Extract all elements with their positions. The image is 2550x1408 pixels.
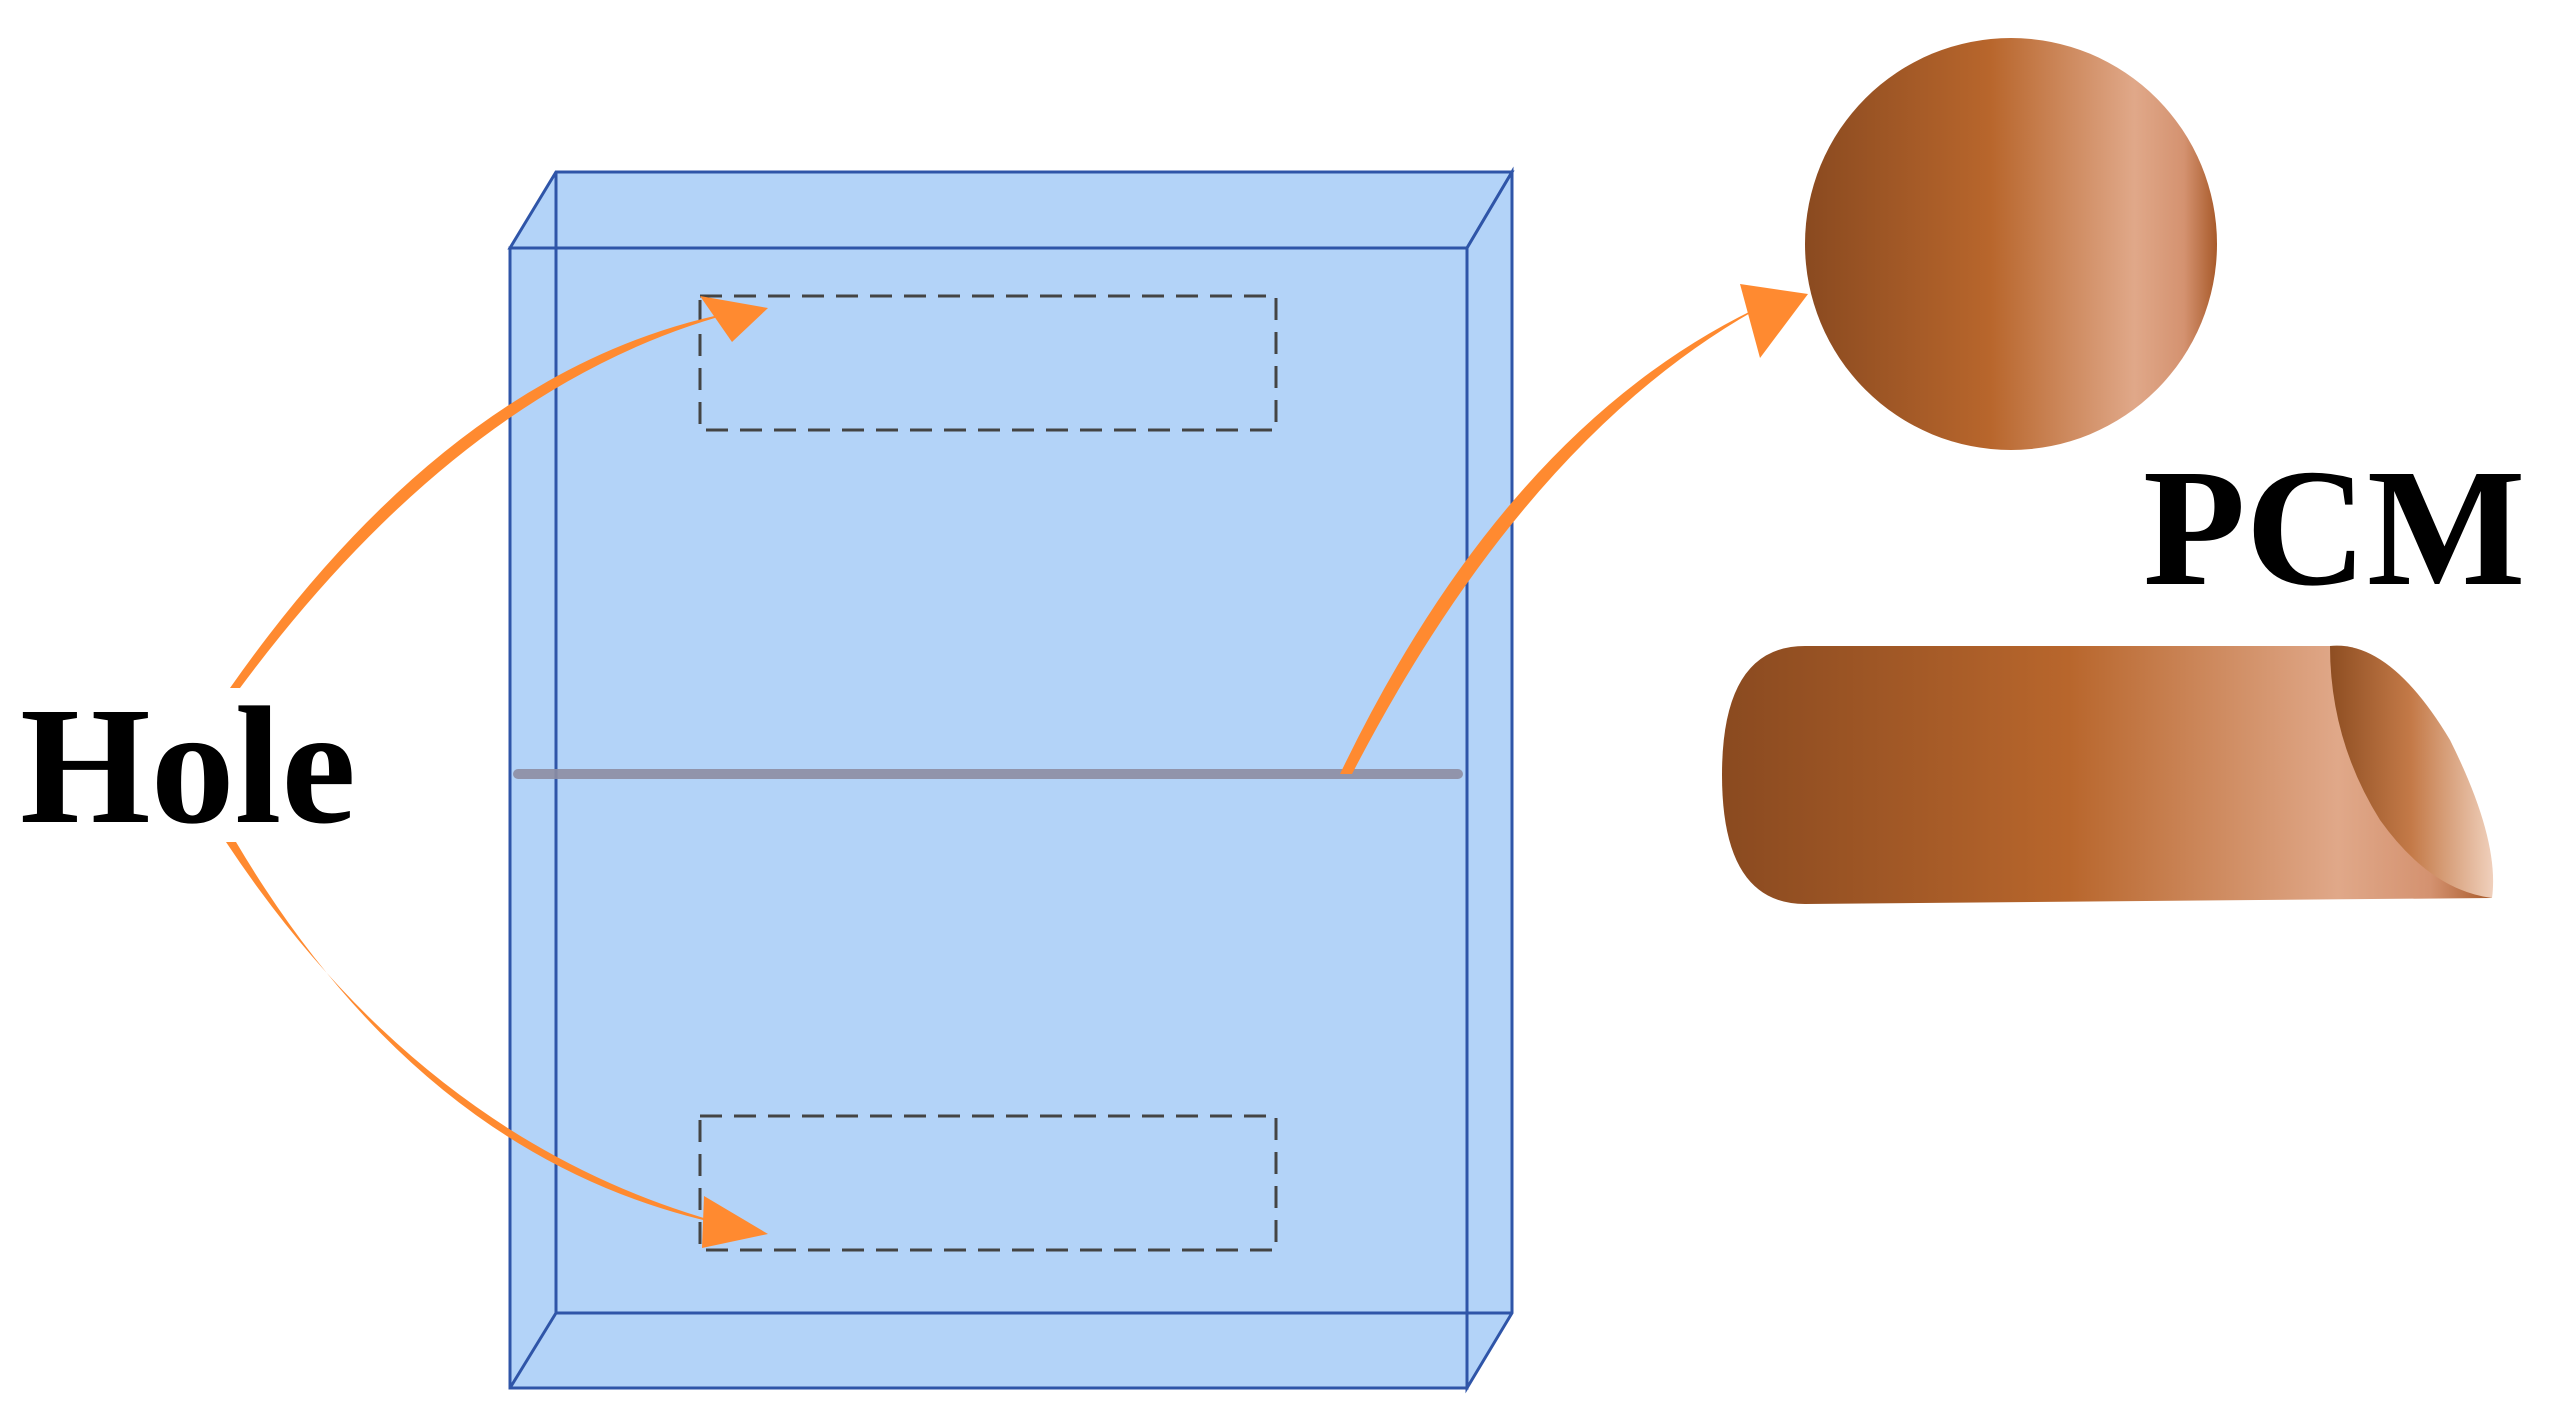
pcm-rod-body <box>1722 646 2492 904</box>
upper-hole-outline <box>698 294 1278 432</box>
block-top-face <box>507 170 1515 250</box>
arrowhead-upper <box>700 296 768 342</box>
hole-label: Hole <box>20 673 356 859</box>
block-back-edge-diagonal <box>508 1312 558 1389</box>
block-front-face <box>508 246 1469 1390</box>
pcm-label: PCM <box>2143 435 2526 621</box>
arrowhead-pcm <box>1740 284 1808 358</box>
pcm-rod <box>1722 645 2494 904</box>
block-right-face <box>1465 166 1514 1394</box>
pcm-rod-cut-face <box>2330 645 2494 898</box>
pcm-cross-section <box>1805 38 2217 450</box>
lower-hole-outline <box>698 1114 1278 1252</box>
arrowhead-lower <box>702 1196 768 1248</box>
concrete-block <box>507 166 1515 1394</box>
